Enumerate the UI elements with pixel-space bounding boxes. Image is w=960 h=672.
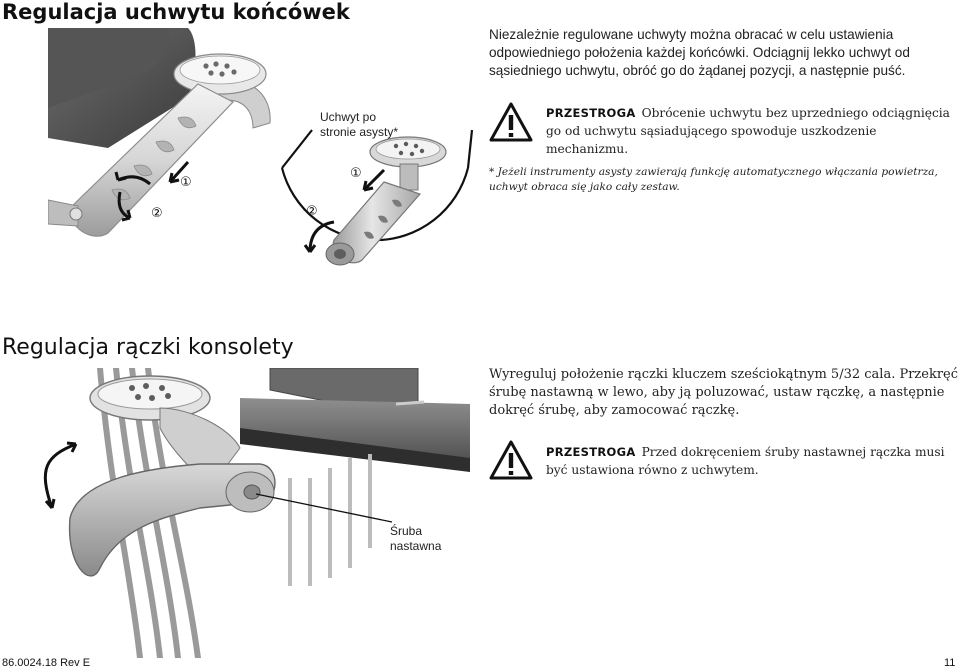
warning-triangle-icon [489,102,533,142]
step-1-marker-detail: ① [350,166,362,181]
section-title-handle-adjustment: Regulacja rączki konsolety [2,335,294,360]
step-1-marker: ① [180,175,192,190]
section-title-holder-adjustment: Regulacja uchwytu końcówek [2,0,350,24]
caution-text: Obrócenie uchwytu bez uprzedniego odciąg… [546,106,950,156]
holder-illustration-left [48,28,271,237]
caution-text: Przed dokręceniem śruby nastawnej rączka… [546,445,945,477]
console-handle-illustration [43,368,470,658]
step-2-marker-detail: ② [306,204,318,219]
caution-label: PRZESTROGA [546,106,636,120]
caution-label: PRZESTROGA [546,445,636,459]
holder-instructions: Niezależnie regulowane uchwyty można obr… [489,27,910,78]
handle-instructions: Wyreguluj położenie rączki kluczem sześc… [489,367,959,418]
callout-set-screw: Śruba nastawna [390,524,442,553]
step-2-marker: ② [151,206,163,221]
callout-assistant-holder: Uchwyt po stronie asysty* [320,110,399,139]
auto-air-note: * Jeżeli instrumenty asysty zawierają fu… [489,166,938,193]
warning-triangle-icon [489,440,533,480]
document-number: 86.0024.18 Rev E [2,657,91,669]
page-number: 11 [944,657,956,669]
holder-detail-circle [280,129,474,266]
